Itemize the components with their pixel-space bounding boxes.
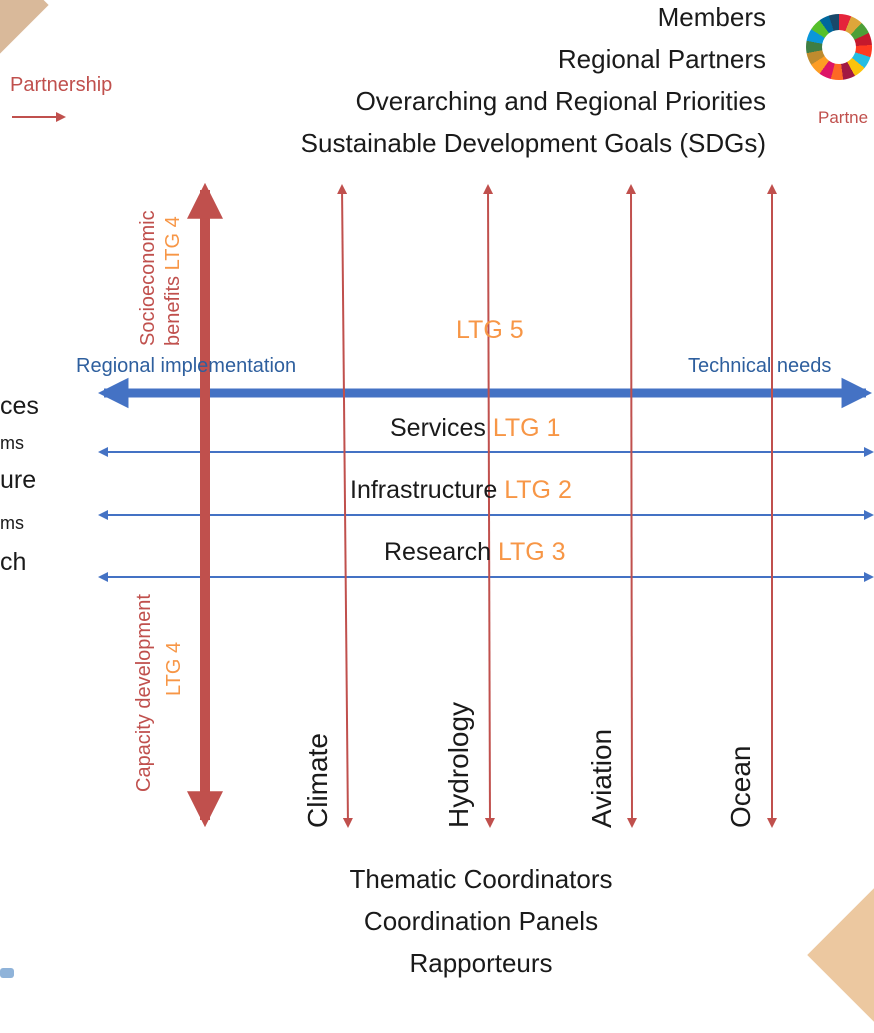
left-fragment-2: ms: [0, 433, 24, 453]
infrastructure-label: Infrastructure: [350, 476, 498, 504]
left-fragment-3: ure: [0, 466, 37, 494]
services-row-label: Services LTG 1: [390, 414, 560, 443]
capacity-development-label: Capacity development: [133, 594, 155, 792]
infrastructure-ltg: LTG 2: [504, 476, 572, 504]
ltg5-label: LTG 5: [456, 316, 524, 344]
partnership-label: Partnership: [10, 74, 113, 96]
capacity-ltg-label: LTG 4: [163, 641, 185, 696]
theme-hydrology: Hydrology: [443, 701, 474, 828]
socio-ltg-label: LTG 4: [162, 216, 184, 271]
sdg-wheel-icon: [806, 14, 872, 80]
top-line-sdgs: Sustainable Development Goals (SDGs): [300, 128, 766, 158]
research-row-label: Research LTG 3: [384, 538, 566, 567]
hydrology-arrow: [483, 184, 495, 828]
left-fragment-5: ch: [0, 548, 27, 576]
services-ltg: LTG 1: [492, 414, 561, 442]
aviation-arrow: [626, 184, 637, 828]
socioeconomic-label-line2: benefits LTG 4: [162, 216, 185, 346]
logo-fragment-bottom-left: [0, 968, 14, 978]
benefits-label: benefits: [162, 275, 184, 346]
partnership-label-right: Partne: [818, 108, 869, 127]
left-fragment-4: ms: [0, 513, 24, 533]
socioeconomic-label: Socioeconomic: [137, 210, 159, 346]
theme-climate: Climate: [302, 733, 333, 828]
bottom-line-panels: Coordination Panels: [363, 906, 599, 936]
theme-aviation: Aviation: [586, 728, 617, 828]
climate-arrow: [337, 184, 353, 828]
top-line-members: Members: [657, 2, 766, 32]
services-label: Services: [390, 414, 486, 442]
top-line-regional-partners: Regional Partners: [557, 44, 766, 74]
theme-ocean: Ocean: [725, 745, 756, 829]
research-label: Research: [384, 538, 491, 566]
top-line-priorities: Overarching and Regional Priorities: [355, 86, 766, 116]
technical-needs-label: Technical needs: [688, 355, 832, 377]
bottom-line-thematic: Thematic Coordinators: [349, 864, 613, 894]
arrows-layer: [12, 112, 874, 828]
bottom-line-rapporteurs: Rapporteurs: [409, 948, 553, 978]
left-fragment-1: ces: [0, 392, 39, 420]
infrastructure-row-label: Infrastructure LTG 2: [350, 476, 572, 505]
research-ltg: LTG 3: [497, 538, 566, 566]
regional-implementation-label: Regional implementation: [76, 355, 297, 377]
